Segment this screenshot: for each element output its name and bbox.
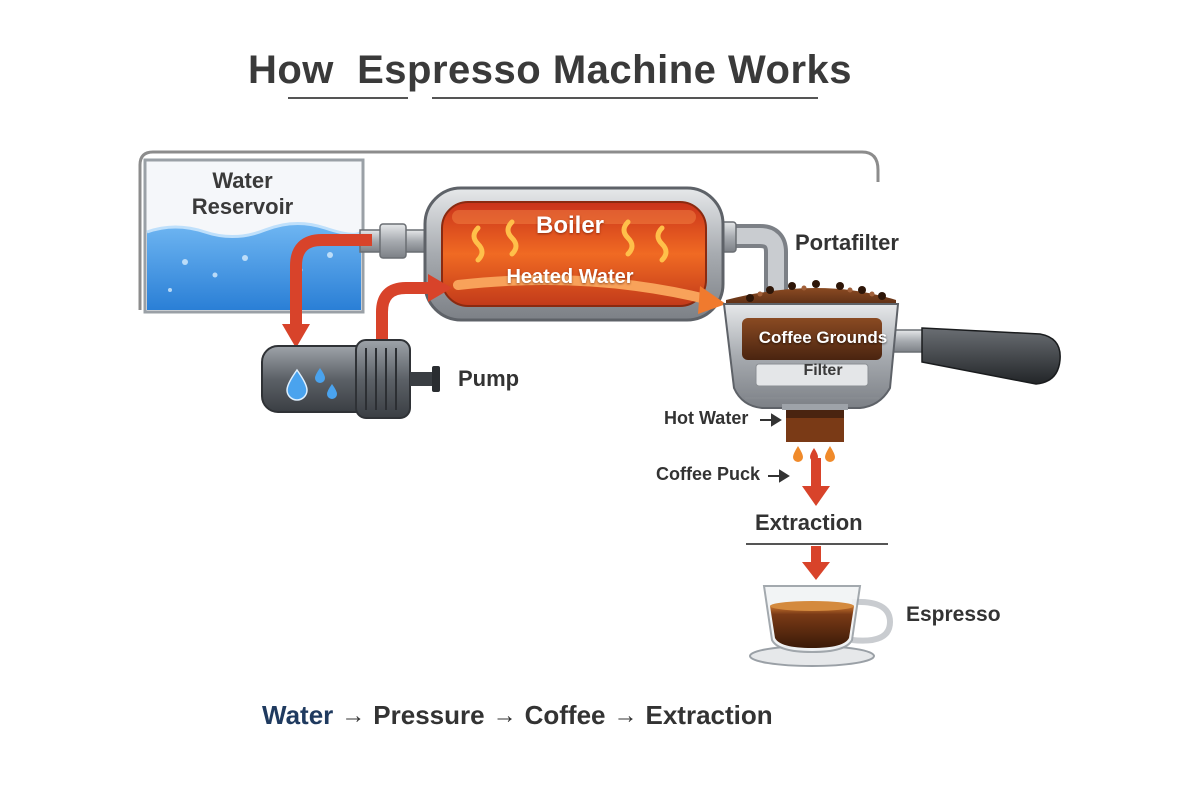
coffee-grounds-label: Coffee Grounds [758,328,888,347]
page-title: How Espresso Machine Works [247,48,853,92]
portafilter-handle [885,327,1061,385]
flow-step-pressure: Pressure [373,700,485,730]
pump [261,339,440,419]
heated-water-label: Heated Water [506,266,634,288]
coffee-puck-pointer [768,469,790,483]
water-reservoir-label: Water Reservoir [190,168,295,220]
arrow-reservoir-to-pump [282,234,372,348]
extraction-label: Extraction [755,510,863,535]
machine-outline [138,150,880,310]
water-reservoir-label-line1: Water [212,168,273,193]
flow-arrow-icon: → [492,701,517,729]
water-drop-icon [286,368,337,401]
hot-water-label: Hot Water [664,408,749,428]
coffee-drips [793,446,835,462]
coffee-puck [782,404,848,442]
portafilter-label: Portafilter [795,230,899,255]
espresso-label: Espresso [906,603,1001,626]
flow-step-water: Water [262,700,334,730]
arrow-pump-to-boiler [376,274,452,348]
arrow-to-cup [802,546,830,580]
water-reservoir-label-line2: Reservoir [191,194,294,219]
hot-water-pointer [760,413,782,427]
pump-label: Pump [458,366,520,391]
flow-arrow-icon: → [341,701,366,729]
portafilter [722,280,900,409]
coffee-puck-label: Coffee Puck [656,464,761,484]
flow-step-extraction: Extraction [645,700,773,730]
process-flow: Water → Pressure → Coffee → Extraction [262,700,773,731]
arrow-icon [698,286,726,314]
flame-icon [471,219,669,263]
arrow-to-extraction [802,458,830,506]
espresso-cup-icon [749,585,894,667]
flow-step-coffee: Coffee [524,700,606,730]
boiler [423,186,725,322]
filter-label: Filter [803,362,843,379]
heated-water-arrow [453,275,715,305]
boiler-label: Boiler [535,212,604,239]
flow-arrow-icon: → [613,701,638,729]
